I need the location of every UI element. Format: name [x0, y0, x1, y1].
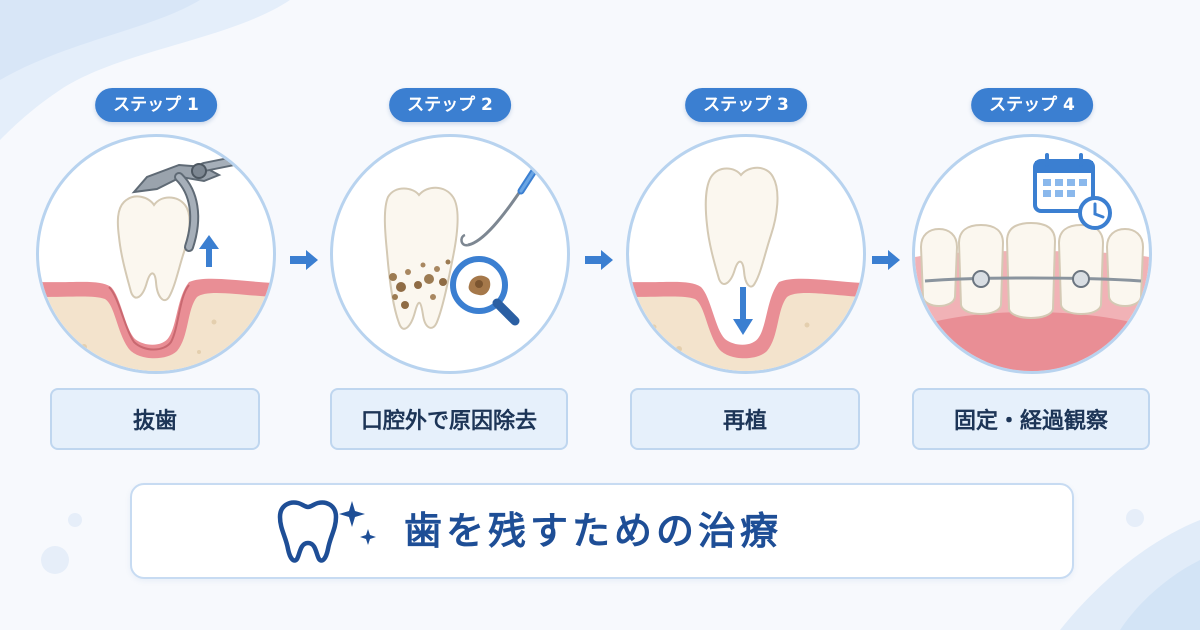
step-4-label: 固定・経過観察 — [912, 388, 1150, 450]
step-1-badge: ステップ 1 — [95, 88, 217, 122]
step-2-badge: ステップ 2 — [389, 88, 511, 122]
step-1: ステップ 1 抜歯 — [36, 88, 276, 450]
step-1-label: 抜歯 — [50, 388, 260, 450]
banner-title: 歯を残すための治療 — [404, 509, 783, 553]
step-2: ステップ 2 口腔外で原因除去 — [330, 88, 570, 450]
tooth-sparkle-icon — [277, 500, 376, 563]
step-1-illustration — [36, 134, 276, 374]
step-3-illustration — [626, 134, 866, 374]
step-3-badge: ステップ 3 — [685, 88, 807, 122]
calendar-clock-icon — [1033, 153, 1112, 230]
arrow-right-icon — [585, 250, 613, 270]
title-banner: 歯を残すための治療 — [130, 483, 1074, 579]
arrow-right-icon — [290, 250, 318, 270]
step-4-badge: ステップ 4 — [971, 88, 1093, 122]
step-4: ステップ 4 固定・経過観察 — [912, 88, 1152, 450]
step-2-illustration — [330, 134, 570, 374]
arrow-right-icon — [872, 250, 900, 270]
step-3-label: 再植 — [630, 388, 860, 450]
step-4-illustration — [912, 134, 1152, 374]
step-2-label: 口腔外で原因除去 — [330, 388, 568, 450]
step-3: ステップ 3 再植 — [626, 88, 866, 450]
